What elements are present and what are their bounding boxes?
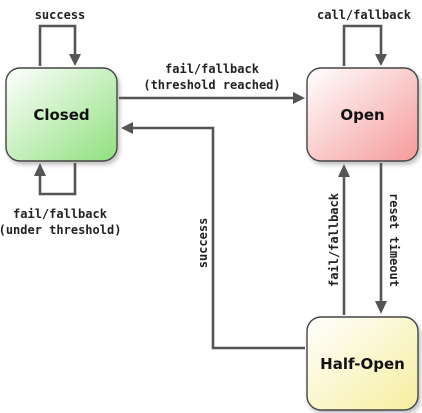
transition-half-open-to-open: fail/fallback: [327, 164, 350, 315]
state-closed: Closed: [5, 67, 118, 162]
label-closed-success: success: [35, 8, 86, 22]
label-open-call-fallback: call/fallback: [317, 8, 412, 22]
label-closed-to-open-2: (threshold reached): [143, 78, 280, 92]
transition-half-open-to-closed: success: [121, 122, 305, 350]
state-open-box: [306, 67, 419, 162]
arrowhead-open-to-half-open: [375, 301, 387, 314]
arrowhead-closed-self-top: [69, 54, 81, 66]
arrowhead-closed-to-open: [293, 92, 305, 104]
arrowhead-half-open-to-open: [338, 164, 350, 177]
edge-half-open-to-closed: [133, 126, 305, 350]
transition-open-call-loop: call/fallback: [317, 8, 412, 66]
state-open: Open: [306, 67, 419, 162]
transition-closed-to-open: fail/fallback (threshold reached): [119, 62, 305, 104]
state-half-open-label: Half-Open: [320, 355, 405, 373]
transition-closed-success-loop: success: [35, 8, 86, 66]
state-open-label: Open: [340, 106, 384, 124]
edge-closed-self-top: [38, 24, 77, 66]
arrowhead-open-self-top: [375, 54, 387, 66]
transition-closed-fail-loop: fail/fallback (under threshold): [0, 163, 121, 237]
label-half-open-to-open: fail/fallback: [327, 192, 341, 287]
arrowhead-closed-self-bottom: [34, 163, 46, 176]
label-closed-to-open-1: fail/fallback: [165, 62, 260, 76]
label-open-to-half-open: reset timeout: [387, 193, 401, 287]
label-closed-fail-1: fail/fallback: [13, 207, 108, 221]
state-closed-box: [5, 67, 118, 162]
label-half-open-to-closed: success: [196, 218, 210, 269]
label-closed-fail-2: (under threshold): [0, 223, 121, 237]
state-half-open-box: [306, 316, 419, 411]
edge-open-self-top: [342, 24, 383, 66]
state-half-open: Half-Open: [306, 316, 419, 411]
transition-open-to-half-open: reset timeout: [375, 163, 401, 314]
state-closed-label: Closed: [33, 106, 89, 124]
arrowhead-half-open-to-closed: [121, 122, 133, 134]
edge-closed-self-bottom: [38, 163, 77, 196]
